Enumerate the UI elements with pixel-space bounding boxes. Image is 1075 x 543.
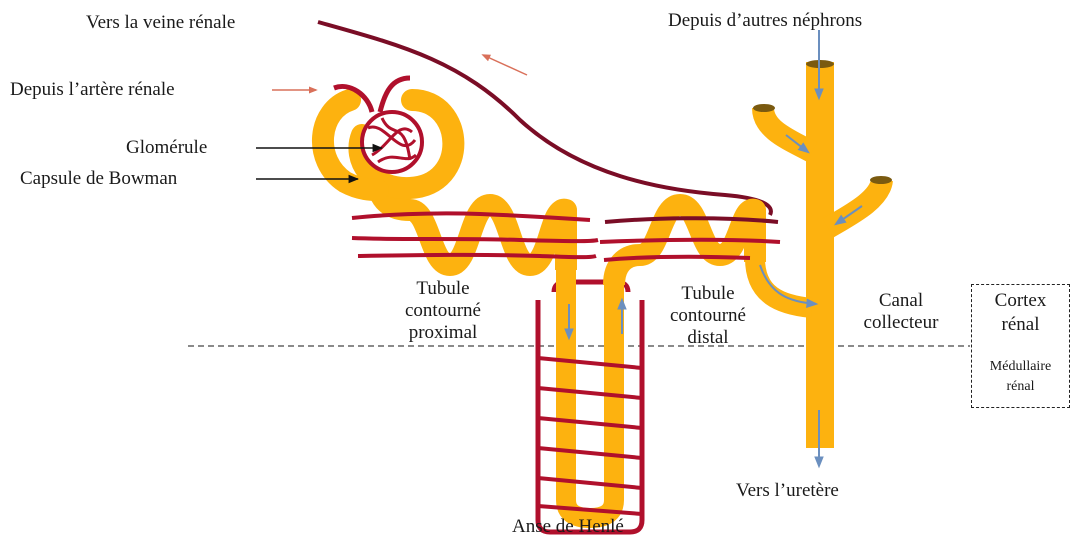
collecting-duct-label-line-2: collecteur (842, 312, 960, 334)
cortex-zone-label-line-2: rénal (972, 313, 1069, 337)
loop-of-henle (538, 258, 642, 532)
henle-label: Anse de Henlé (512, 516, 624, 538)
ureter-label: Vers l’uretère (736, 480, 839, 502)
medulla-zone-label: Médullaire rénal (972, 357, 1069, 397)
proximal-label: Tubule contourné proximal (388, 278, 498, 344)
bowman-label: Capsule de Bowman (20, 168, 177, 190)
medulla-zone-label-line-2: rénal (972, 377, 1069, 397)
distal-label-line-1: Tubule (652, 283, 764, 305)
glomerulus-label: Glomérule (126, 137, 207, 159)
proximal-label-line-3: proximal (388, 322, 498, 344)
cortex-zone-label-line-1: Cortex (972, 289, 1069, 313)
distal-label-line-3: distal (652, 327, 764, 349)
collecting-duct-label: Canal collecteur (842, 290, 960, 334)
collecting-duct (753, 60, 892, 448)
blood-arrows (272, 55, 527, 90)
distal-label: Tubule contourné distal (652, 283, 764, 349)
medulla-zone-label-line-1: Médullaire (972, 357, 1069, 377)
other-nephrons-label: Depuis d’autres néphrons (668, 10, 862, 32)
collecting-duct-label-line-1: Canal (842, 290, 960, 312)
distal-label-line-2: contourné (652, 305, 764, 327)
vein-label: Vers la veine rénale (86, 12, 235, 34)
proximal-label-line-2: contourné (388, 300, 498, 322)
artery-label: Depuis l’artère rénale (10, 79, 175, 101)
proximal-label-line-1: Tubule (388, 278, 498, 300)
cortex-zone-label: Cortex rénal (972, 289, 1069, 337)
